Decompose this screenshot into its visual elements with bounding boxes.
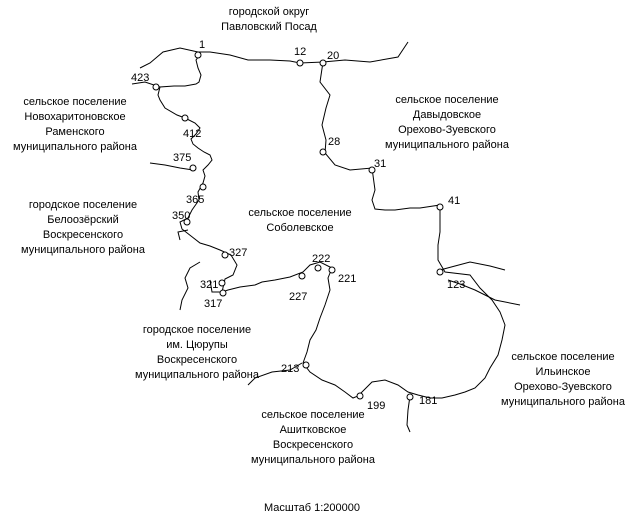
point-label: 12 — [294, 46, 306, 58]
boundary-ray — [439, 261, 506, 271]
main-boundary — [157, 51, 506, 399]
territory-line: Соболевское — [266, 222, 334, 234]
territory-label-tsyurupy: городское поселение им. Цюрупы Воскресен… — [135, 323, 259, 383]
territory-line: Орехово-Зуевского — [398, 124, 496, 136]
territory-label-sobolevskoe: сельское поселение Соболевское — [248, 206, 351, 236]
inner-boundary — [209, 279, 222, 293]
point-label: 321 — [200, 279, 218, 291]
point-label: 423 — [131, 72, 149, 84]
territory-line: сельское поселение — [248, 207, 352, 219]
point-marker — [356, 392, 364, 400]
point-label: 20 — [327, 50, 339, 62]
territory-label-beloozersky: городское поселение Белоозёрский Воскрес… — [21, 198, 145, 258]
point-label: 123 — [447, 279, 465, 291]
point-marker — [406, 393, 414, 401]
territory-line: городское поселение — [28, 199, 138, 211]
territory-line: Ильинское — [535, 366, 591, 378]
point-label: 327 — [229, 247, 247, 259]
territory-line: Давыдовское — [412, 109, 482, 121]
boundary-ray — [447, 279, 521, 306]
point-label: 31 — [374, 158, 386, 170]
territory-line: Раменского — [45, 126, 105, 138]
territory-line: сельское поселение — [511, 351, 615, 363]
territory-label-ilyinskoe: сельское поселение Ильинское Орехово-Зуе… — [501, 350, 625, 410]
territory-label-ashitkovskoe: сельское поселение Ашитковское Воскресен… — [251, 408, 375, 468]
point-marker — [302, 361, 310, 369]
territory-line: сельское поселение — [395, 94, 499, 106]
territory-line: им. Цюрупы — [166, 339, 228, 351]
point-label: 227 — [289, 291, 307, 303]
territory-line: муниципального района — [501, 396, 625, 408]
territory-line: муниципального района — [385, 139, 509, 151]
point-marker — [181, 114, 189, 122]
territory-line: Новохаритоновское — [24, 111, 126, 123]
point-label: 213 — [281, 363, 299, 375]
territory-label-davydovskoe: сельское поселение Давыдовское Орехово-З… — [385, 93, 509, 153]
territory-label-pavlovsky-posad: городской округ Павловский Посад — [221, 5, 317, 35]
point-marker — [183, 218, 191, 226]
point-label: 181 — [419, 395, 437, 407]
point-marker — [152, 83, 160, 91]
boundary-ray — [322, 41, 409, 63]
point-marker — [296, 59, 304, 67]
point-label: 199 — [367, 400, 385, 412]
boundary-ray — [247, 362, 303, 386]
territory-line: Воскресенского — [42, 229, 124, 241]
territory-line: Орехово-Зуевского — [514, 381, 612, 393]
point-marker — [319, 59, 327, 67]
point-label: 222 — [312, 253, 330, 265]
territory-line: Воскресенского — [156, 354, 238, 366]
territory-line: муниципального района — [251, 454, 375, 466]
point-marker — [194, 51, 202, 59]
point-marker — [218, 279, 226, 287]
point-label: 317 — [204, 298, 222, 310]
point-marker — [368, 166, 376, 174]
territory-label-novokharitonovskoe: сельское поселение Новохаритоновское Рам… — [13, 95, 137, 155]
point-marker — [298, 272, 306, 280]
territory-line: Ашитковское — [279, 424, 347, 436]
point-marker — [436, 268, 444, 276]
territory-line: Павловский Посад — [221, 21, 317, 33]
inner-boundary — [179, 261, 201, 311]
boundary-ray — [139, 47, 199, 69]
territory-line: Белоозёрский — [47, 214, 119, 226]
point-marker — [189, 164, 197, 172]
point-label: 41 — [448, 195, 460, 207]
point-marker — [319, 148, 327, 156]
point-label: 1 — [199, 39, 205, 51]
point-marker — [328, 266, 336, 274]
boundary-ray — [406, 395, 411, 433]
territory-line: Воскресенского — [272, 439, 354, 451]
point-label: 28 — [328, 136, 340, 148]
territory-line: сельское поселение — [23, 96, 127, 108]
map-scale: Масштаб 1:200000 — [264, 502, 360, 514]
point-marker — [221, 251, 229, 259]
territory-line: городское поселение — [142, 324, 252, 336]
territory-line: муниципального района — [13, 141, 137, 153]
territory-line: муниципального района — [135, 369, 259, 381]
territory-line: городской округ — [228, 6, 310, 18]
boundary-ray — [149, 162, 194, 171]
point-label: 412 — [183, 128, 201, 140]
point-label: 365 — [186, 194, 204, 206]
point-label: 221 — [338, 273, 356, 285]
point-label: 350 — [172, 210, 190, 222]
point-marker — [314, 264, 322, 272]
point-marker — [436, 203, 444, 211]
territory-line: муниципального района — [21, 244, 145, 256]
inner-boundary — [177, 229, 189, 241]
point-label: 375 — [173, 152, 191, 164]
point-marker — [199, 183, 207, 191]
point-marker — [219, 289, 227, 297]
territory-line: сельское поселение — [261, 409, 365, 421]
